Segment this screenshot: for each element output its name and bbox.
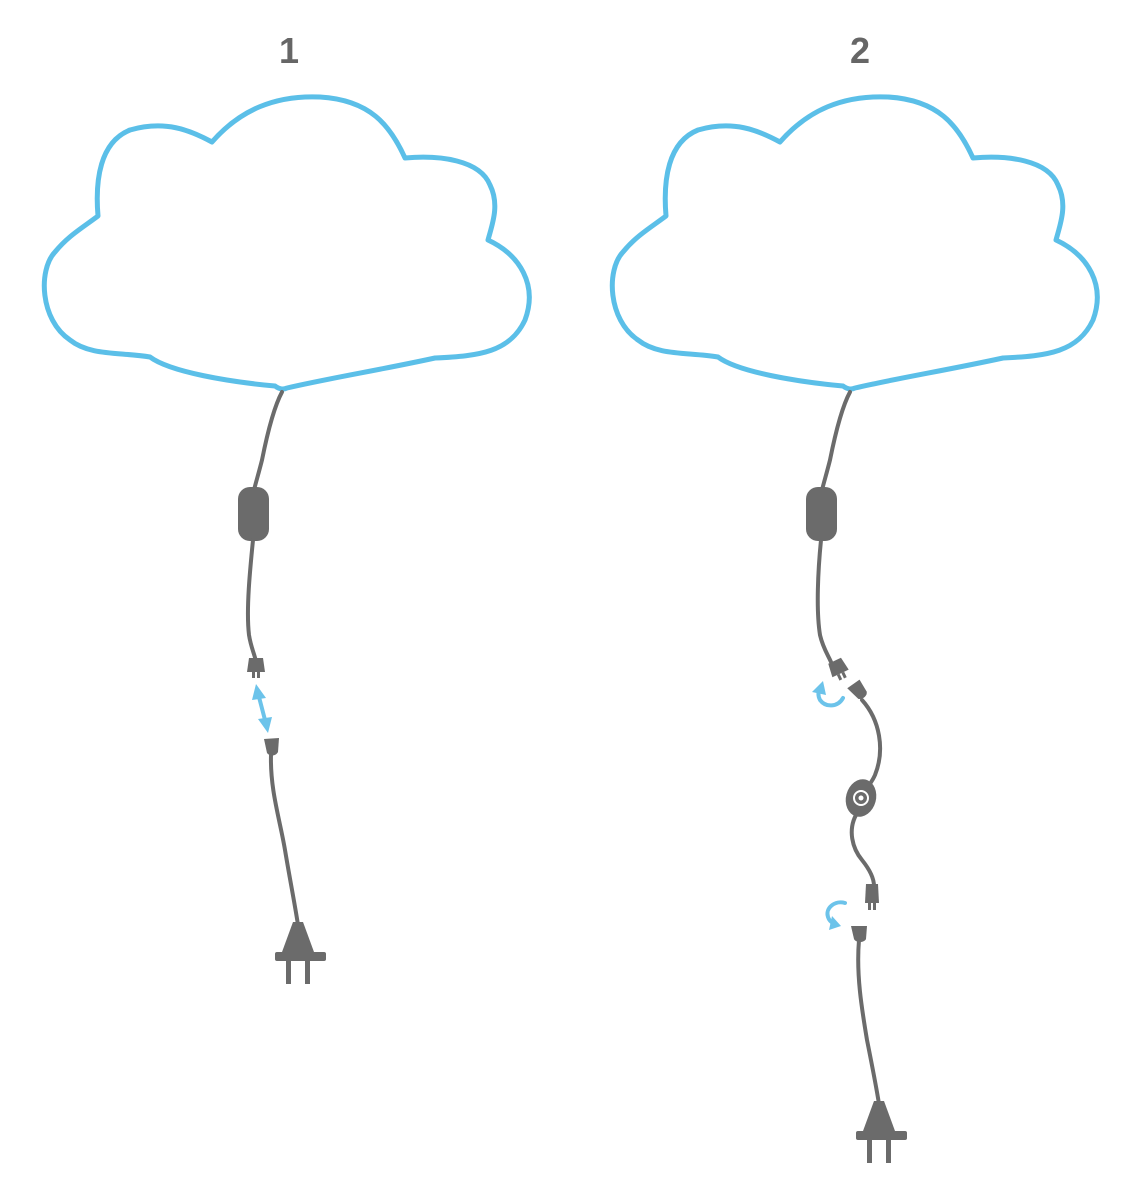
- connector-female-icon: [264, 738, 279, 756]
- connector-female-icon: [847, 679, 867, 699]
- rotate-arrow-icon: [825, 900, 847, 930]
- cloud-neon-icon: [41, 94, 532, 392]
- connector-male-icon: [828, 657, 849, 681]
- cable-upper: [820, 390, 852, 492]
- cable-lower: [856, 938, 881, 1106]
- cloud-neon-icon: [609, 94, 1100, 392]
- connector-male-icon: [247, 658, 265, 678]
- switch-cable: [860, 698, 883, 792]
- step-1-number: 1: [278, 30, 300, 71]
- plug-icon: [856, 1101, 907, 1163]
- switch-icon: [845, 779, 877, 817]
- adapter-icon: [806, 487, 837, 541]
- cable-middle: [245, 538, 258, 664]
- connector-female-icon: [851, 926, 867, 942]
- step-2-number: 2: [849, 30, 871, 71]
- panel-2: [609, 94, 1100, 1163]
- rotate-arrow-icon: [812, 681, 845, 708]
- switch-cable-lower: [849, 813, 876, 888]
- adapter-icon: [238, 487, 269, 541]
- connector-male-icon: [865, 884, 879, 910]
- cable-upper: [252, 390, 284, 492]
- cable-middle: [815, 538, 833, 664]
- plug-icon: [275, 922, 326, 984]
- panel-1: [41, 94, 532, 984]
- cable-lower: [268, 753, 300, 927]
- double-arrow-icon: [252, 684, 272, 733]
